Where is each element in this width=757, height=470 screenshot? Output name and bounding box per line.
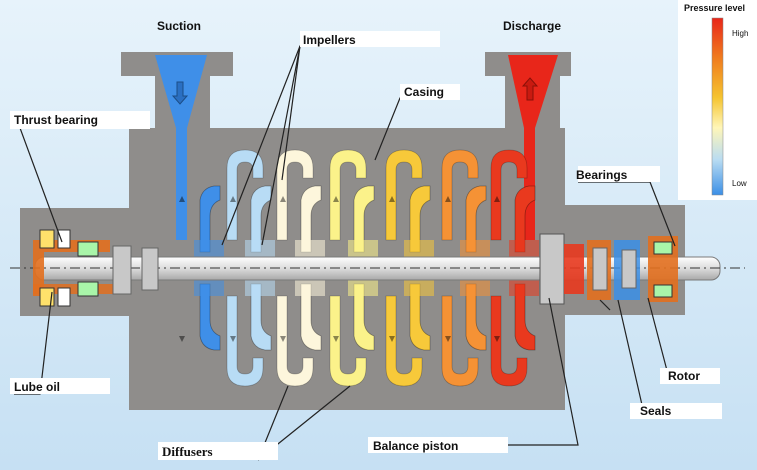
balance-piston-sleeve [564, 244, 584, 294]
legend-low-label: Low [732, 179, 747, 188]
lube-oil-ring [33, 284, 113, 294]
bearings-label: Bearings [576, 168, 628, 182]
thrust-bearing [39, 229, 99, 307]
seals [587, 240, 640, 300]
label-bar [368, 437, 508, 453]
balance-piston [539, 233, 565, 305]
label-bar [300, 31, 440, 47]
legend-gradient-bar [711, 17, 724, 196]
shaft-sleeve [141, 247, 159, 291]
diffusers-label: Diffusers [162, 444, 213, 459]
lube-oil-label: Lube oil [14, 380, 60, 394]
balance-piston-label: Balance piston [373, 439, 458, 453]
label-bar [10, 378, 110, 394]
label-bar [660, 368, 720, 384]
suction-label: Suction [157, 19, 201, 33]
rotor-label: Rotor [668, 369, 700, 383]
bearings [648, 236, 678, 302]
discharge-label: Discharge [503, 19, 561, 33]
pressure-legend: Pressure level High Low [678, 0, 757, 200]
label-bar [10, 111, 150, 129]
legend-high-label: High [732, 29, 748, 38]
label-bar [578, 166, 660, 182]
discharge-channel [508, 55, 558, 240]
seals-label: Seals [640, 404, 672, 418]
label-bar [158, 442, 278, 460]
legend-title: Pressure level [684, 3, 745, 13]
label-bar [400, 84, 460, 100]
shaft-sleeve [112, 245, 132, 295]
impellers-label: Impellers [303, 33, 356, 47]
impeller-stage [226, 149, 275, 387]
impeller-stage [179, 185, 224, 351]
label-bar [630, 403, 722, 419]
thrust-bearing-label: Thrust bearing [14, 113, 98, 127]
discharge-arrow-icon [521, 77, 539, 101]
impeller-stage [441, 149, 490, 387]
suction-channel [155, 55, 207, 240]
casing-label: Casing [404, 85, 444, 99]
suction-arrow-icon [171, 81, 189, 105]
impeller-stage [329, 149, 378, 387]
